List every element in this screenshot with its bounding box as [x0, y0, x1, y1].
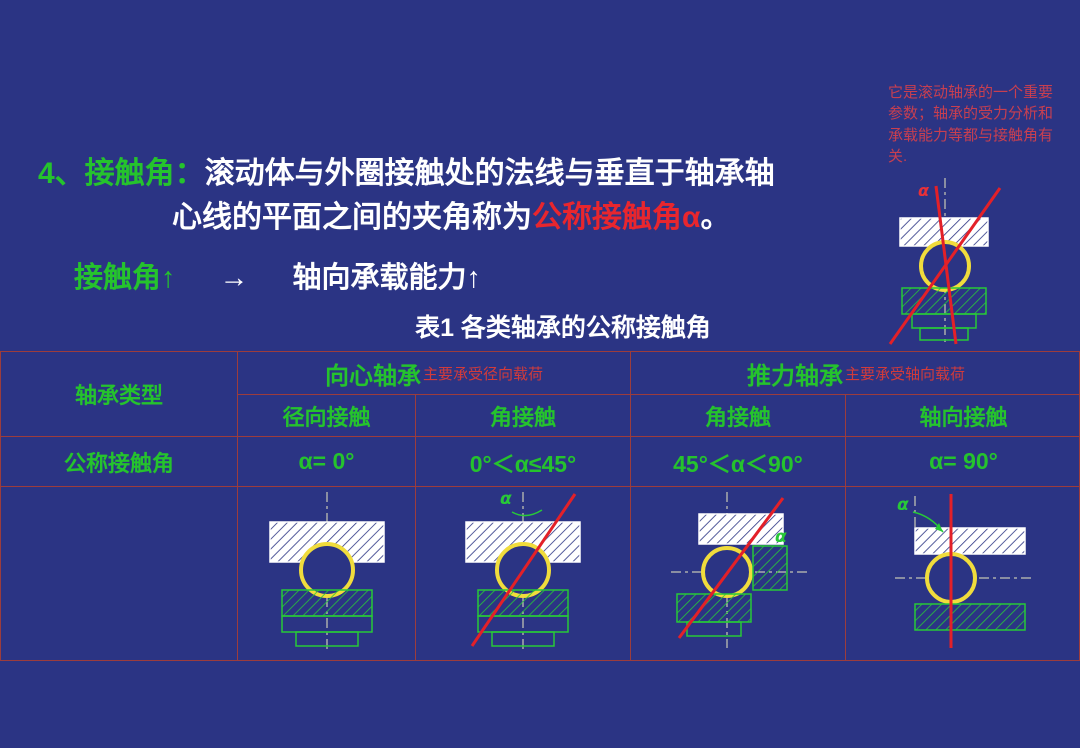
- heading-highlight: 公称接触角α: [532, 201, 701, 234]
- cell-contact-type-angular1: 角接触: [416, 395, 631, 437]
- annotation-note: 它是滚动轴承的一个重要参数；轴承的受力分析和承载能力等都与接触角有关.: [888, 84, 1054, 165]
- contact-angle-table: 轴承类型 向心轴承主要承受径向载荷 推力轴承主要承受轴向载荷 径向接触 角接触 …: [0, 351, 1080, 661]
- cell-group-thrust-bearing: 推力轴承主要承受轴向载荷: [631, 352, 1080, 395]
- cell-diagram-radial: [238, 487, 416, 660]
- cell-angle-value-1: 0°＜α≤45°: [416, 437, 631, 487]
- inner-ring: [676, 593, 752, 623]
- group-thrust-name: 推力轴承: [746, 362, 843, 390]
- section-heading-line2: 心线的平面之间的夹角称为公称接触角α。: [172, 192, 730, 236]
- cell-diagram-angular2: α: [631, 487, 846, 660]
- bearing-diagram-angular-contact: α: [465, 489, 581, 652]
- angle-arrowhead: [934, 523, 943, 532]
- bearing-diagram-angular-thrust: α: [671, 492, 807, 648]
- contact-line: [470, 493, 577, 647]
- section-heading-text: 滚动体与外圈接触处的法线与垂直于轴承轴: [204, 157, 775, 190]
- cell-angle-value-0: α= 0°: [238, 437, 416, 487]
- section-heading-label: 4、接触角：: [38, 157, 205, 190]
- alpha-label: α: [918, 181, 930, 200]
- inner-ring: [477, 589, 569, 617]
- heading-text-end: 。: [700, 201, 731, 234]
- group-thrust-note: 主要承受轴向载荷: [844, 365, 965, 383]
- cell-empty: [1, 487, 238, 660]
- table-title: 表1 各类轴承的公称接触角: [415, 314, 711, 342]
- relation-line: 接触角↑ → 轴向承载能力↑: [74, 254, 481, 296]
- housing-ring: [752, 545, 788, 591]
- relation-axial-capacity: 轴向承载能力↑: [292, 262, 482, 294]
- bearing-diagram-radial-contact: [268, 492, 385, 652]
- cell-contact-type-radial: 径向接触: [238, 395, 416, 437]
- relation-contact-angle: 接触角↑: [74, 262, 176, 294]
- cell-diagram-angular1: α: [416, 487, 631, 660]
- alpha-label: α: [500, 489, 512, 509]
- cell-angle-value-3: α= 90°: [846, 437, 1080, 487]
- cell-contact-type-angular2: 角接触: [631, 395, 846, 437]
- alpha-label: α: [897, 495, 909, 515]
- contact-line: [677, 497, 785, 639]
- angle-arc: [511, 509, 543, 517]
- group-radial-name: 向心轴承: [324, 362, 421, 390]
- relation-arrow: →: [219, 262, 249, 294]
- cell-group-radial-bearing: 向心轴承主要承受径向载荷: [238, 352, 631, 395]
- shaft-washer: [913, 527, 1026, 555]
- bearing-diagram-axial-contact: α: [894, 494, 1035, 648]
- shaft-washer: [698, 513, 784, 545]
- cell-contact-type-axial: 轴向接触: [846, 395, 1080, 437]
- heading-text-pre: 心线的平面之间的夹角称为: [172, 201, 532, 234]
- housing-washer: [913, 603, 1026, 631]
- normal-line: [934, 185, 958, 345]
- section-heading-line1: 4、接触角：滚动体与外圈接触处的法线与垂直于轴承轴: [38, 148, 775, 192]
- inner-ring: [280, 589, 373, 617]
- cell-bearing-type: 轴承类型: [1, 352, 238, 437]
- header-bearing-diagram: α: [888, 178, 1002, 346]
- bearing-ball: [298, 542, 355, 598]
- alpha-label: α: [775, 527, 787, 547]
- cell-angle-row-label: 公称接触角: [1, 437, 238, 487]
- group-radial-note: 主要承受径向载荷: [422, 365, 543, 383]
- cell-diagram-axial: α: [846, 487, 1080, 660]
- cell-angle-value-2: 45°＜α＜90°: [631, 437, 846, 487]
